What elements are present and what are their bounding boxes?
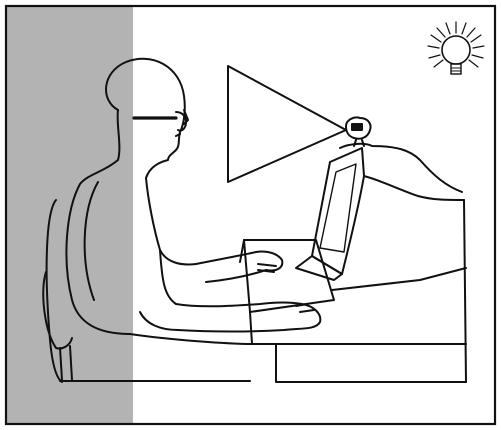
webcam-lens [352, 124, 362, 130]
